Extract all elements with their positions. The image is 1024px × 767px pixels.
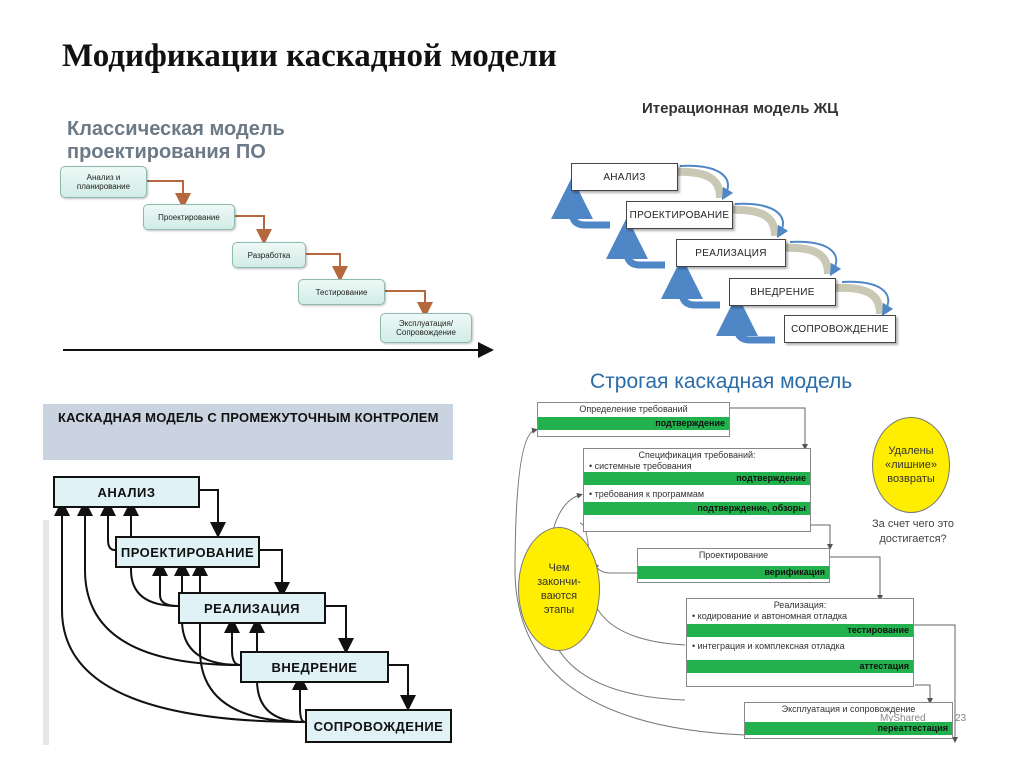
iterative-model-title: Итерационная модель ЖЦ <box>642 100 839 117</box>
inter-step-implementation-label: РЕАЛИЗАЦИЯ <box>203 600 301 616</box>
strict-note-ellipse-right: Удалены «лишние» возвраты <box>872 417 950 513</box>
strict-stage4-bullet1: • кодирование и автономная отладка <box>692 611 848 621</box>
strict-stage-implementation: Реализация: • кодирование и автономная о… <box>686 598 914 687</box>
strict-stage5-check: переаттестация <box>745 722 952 735</box>
strict-stage4-check2: аттестация <box>687 660 913 673</box>
classic-step-analysis-line1: Анализ и <box>86 173 121 182</box>
iter-back-2 <box>606 217 665 269</box>
inter-step-maintenance-label: СОПРОВОЖДЕНИЕ <box>313 718 444 734</box>
strict-stage5-header: Эксплуатация и сопровождение <box>781 704 916 714</box>
inter-step-design-label: ПРОЕКТИРОВАНИЕ <box>120 544 255 560</box>
strict-model-title: Строгая каскадная модель <box>590 370 853 393</box>
strict-stage3-check: верификация <box>638 566 829 579</box>
iter-step-deployment: Внедрение <box>729 278 836 306</box>
iter-forward-2 <box>724 205 779 237</box>
watermark-logo: MyShared <box>880 713 926 724</box>
iter-step-design: Проектирование <box>626 201 733 229</box>
ellipse-left-line4: этапы <box>543 604 575 616</box>
strict-stage4-bullet2: • интеграция и комплексная отладка <box>692 641 845 651</box>
classic-step-design-label: Проектирование <box>158 212 220 222</box>
question-line2: достигается? <box>879 533 947 545</box>
classic-step-development-label: Разработка <box>247 250 291 260</box>
strict-stage2-check2: подтверждение, обзоры <box>584 502 810 515</box>
classic-model-title: Классическая модель проектирования ПО <box>67 118 285 164</box>
strict-question: За счет чего это достигается? <box>858 517 968 547</box>
classic-step-testing: Тестирование <box>298 279 385 305</box>
iterative-arrows <box>551 164 894 344</box>
iter-back-1 <box>551 177 610 229</box>
iter-back-3 <box>661 257 720 309</box>
iter-forward-3 <box>779 243 832 275</box>
iter-step-deployment-label: Внедрение <box>750 286 815 298</box>
strict-stage-requirements: Определение требований подтверждение <box>537 402 730 437</box>
page-number: 23 <box>955 713 967 724</box>
classic-connector-3 <box>303 253 348 282</box>
classic-step-operation-line1: Эксплуатация/ <box>398 319 454 328</box>
strict-stage2-check1: подтверждение <box>584 472 810 485</box>
intermediate-model-title: КАСКАДНАЯ МОДЕЛЬ С ПРОМЕЖУТОЧНЫМ КОНТРОЛ… <box>58 410 439 425</box>
inter-step-deployment-label: ВНЕДРЕНИЕ <box>271 659 358 675</box>
intermediate-title-band <box>43 404 453 460</box>
strict-stage-design: Проектирование верификация <box>637 548 830 583</box>
strict-stage4-check1: тестирование <box>687 624 913 637</box>
intermediate-arrows <box>43 489 416 745</box>
classic-connector-4 <box>383 290 433 318</box>
strict-stage2-header: Спецификация требований: <box>638 450 756 460</box>
classic-connector-2 <box>232 215 272 245</box>
inter-step-deployment: ВНЕДРЕНИЕ <box>240 651 389 683</box>
iter-step-implementation-label: Реализация <box>695 247 767 259</box>
classic-title-line1: Классическая модель <box>67 118 285 140</box>
question-line1: За счет чего это <box>872 518 954 530</box>
classic-step-operation: Эксплуатация/Сопровождение <box>380 313 472 343</box>
classic-title-line2: проектирования ПО <box>67 141 266 163</box>
inter-step-maintenance: СОПРОВОЖДЕНИЕ <box>305 709 452 743</box>
strict-stage4-header: Реализация: <box>773 600 827 610</box>
iter-step-maintenance: Сопровождение <box>784 315 896 343</box>
inter-step-implementation: РЕАЛИЗАЦИЯ <box>178 592 326 624</box>
iter-back-4 <box>716 294 775 344</box>
classic-step-testing-label: Тестирование <box>315 287 368 297</box>
inter-step-design: ПРОЕКТИРОВАНИЕ <box>115 536 260 568</box>
strict-stage2-bullet2: • требования к программам <box>589 489 705 499</box>
ellipse-left-line1: Чем <box>548 562 570 574</box>
strict-stage2-bullet1: • системные требования <box>589 461 692 471</box>
classic-step-development: Разработка <box>232 242 306 268</box>
classic-step-operation-line2: Сопровождение <box>396 328 456 337</box>
iter-forward-4 <box>831 283 884 315</box>
ellipse-right-line3: возвраты <box>887 473 935 485</box>
inter-step-analysis: АНАЛИЗ <box>53 476 200 508</box>
classic-step-analysis-line2: планирование <box>76 182 131 191</box>
ellipse-left-line2: закончи- <box>537 576 581 588</box>
strict-stage3-header: Проектирование <box>698 550 769 560</box>
inter-step-analysis-label: АНАЛИЗ <box>97 484 156 500</box>
strict-note-ellipse-left: Чем закончи- ваются этапы <box>518 527 600 651</box>
strict-stage1-check: подтверждение <box>538 417 729 430</box>
iter-forward-1 <box>669 167 724 199</box>
ellipse-right-line1: Удалены <box>888 445 934 457</box>
iter-step-maintenance-label: Сопровождение <box>791 323 889 335</box>
iter-step-analysis: Анализ <box>571 163 678 191</box>
strict-stage-specification: Спецификация требований: • системные тре… <box>583 448 811 532</box>
iter-step-analysis-label: Анализ <box>603 171 646 183</box>
classic-step-design: Проектирование <box>143 204 235 230</box>
classic-arrows <box>63 180 494 358</box>
iter-step-design-label: Проектирование <box>629 209 730 221</box>
classic-connector-1 <box>145 180 191 209</box>
slide-title: Модификации каскадной модели <box>62 38 557 74</box>
ellipse-left-line3: ваются <box>540 590 578 602</box>
iter-step-implementation: Реализация <box>676 239 786 267</box>
ellipse-right-line2: «лишние» <box>885 459 937 471</box>
strict-stage-operation: Эксплуатация и сопровождение переаттеста… <box>744 702 953 739</box>
strict-stage1-header: Определение требований <box>579 404 688 414</box>
